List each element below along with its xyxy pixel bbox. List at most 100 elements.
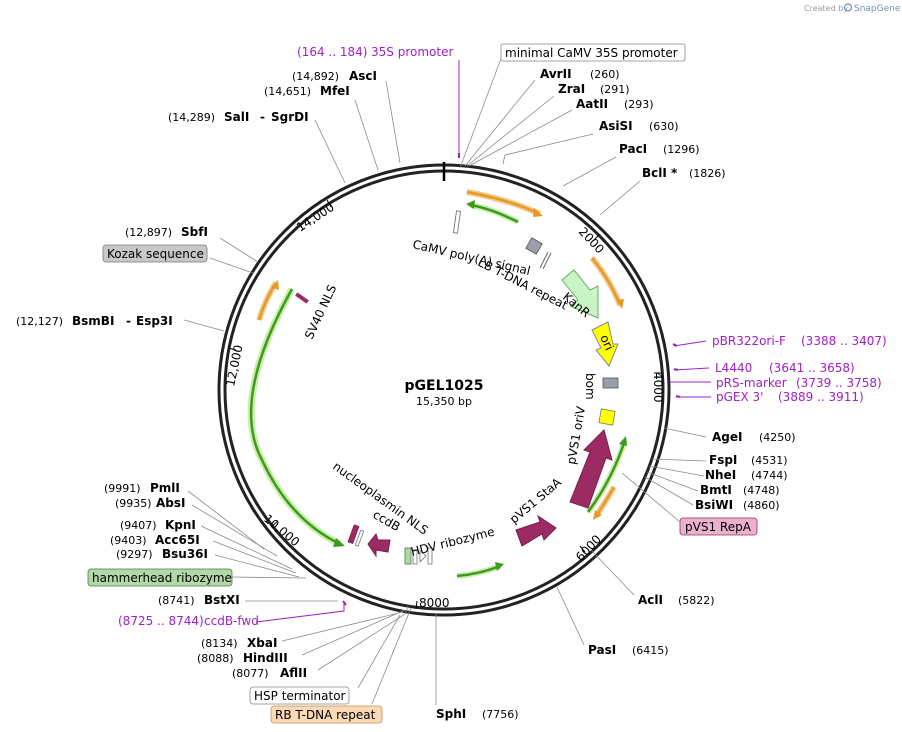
enzyme-esp3i[interactable]: Esp3I [136, 314, 173, 328]
enzyme-mfei[interactable]: MfeI [320, 84, 350, 98]
svg-text:(3388 .. 3407): (3388 .. 3407) [801, 334, 887, 348]
feature-rb-small[interactable] [404, 547, 412, 565]
feature-camv-polya[interactable] [453, 210, 461, 234]
enzyme-pasi[interactable]: PasI [588, 643, 616, 657]
enzyme-sali[interactable]: SalI [224, 110, 249, 124]
enzyme-acc65i[interactable]: Acc65I [155, 533, 200, 547]
svg-text:(3739 .. 3758): (3739 .. 3758) [796, 376, 882, 390]
enzyme-pmli[interactable]: PmlI [150, 481, 180, 495]
enzyme-asci[interactable]: AscI [349, 69, 377, 83]
enzyme-nhei[interactable]: NheI [705, 468, 736, 482]
primer-prs-marker[interactable]: pRS-marker [716, 376, 787, 390]
svg-text:(1296): (1296) [663, 143, 700, 156]
feature-small-box[interactable] [354, 529, 365, 547]
enzyme-zrai[interactable]: ZraI [558, 82, 585, 96]
feature-pvs1-oriv[interactable] [598, 408, 616, 426]
credit-brand: SnapGene [854, 4, 901, 14]
enzyme-hindiii[interactable]: HindIII [243, 651, 288, 665]
svg-text:(291): (291) [600, 83, 630, 96]
tick-8000: 8000 [415, 596, 450, 610]
box-pvs1-repa[interactable] [679, 517, 758, 536]
box-rb-tdna-repeat[interactable] [270, 705, 383, 724]
feature-ccdb-arrow[interactable] [367, 532, 391, 558]
enzyme-avrii[interactable]: AvrII [540, 67, 572, 81]
feature-sv40-nls[interactable] [295, 292, 309, 304]
enzyme-absi[interactable]: AbsI [156, 496, 185, 510]
arrowhead-icon [333, 538, 345, 547]
enzyme-bsmbi[interactable]: BsmBI [72, 314, 114, 328]
feature-white-box[interactable] [427, 547, 433, 565]
primer-l4440[interactable]: L4440 [715, 361, 752, 375]
box-kozak-sequence[interactable] [102, 244, 208, 263]
arrowhead-icon [533, 208, 543, 217]
svg-text:(5822): (5822) [678, 594, 715, 607]
enzyme-xbai[interactable]: XbaI [247, 636, 277, 650]
primer-marker [672, 343, 678, 347]
enzyme-sgrdi[interactable]: SgrDI [271, 110, 309, 124]
enzyme-asisi[interactable]: AsiSI [599, 119, 633, 133]
enzyme-sbfi[interactable]: SbfI [181, 225, 208, 239]
svg-text:(12,127): (12,127) [16, 315, 63, 328]
svg-text:(14,892): (14,892) [292, 70, 339, 83]
enzyme-bsiwi[interactable]: BsiWI [695, 498, 733, 512]
enzyme-acli[interactable]: AclI [638, 593, 663, 607]
box-hsp-terminator[interactable] [249, 686, 350, 705]
primer-marker [675, 395, 681, 398]
enzyme-bsu36i[interactable]: Bsu36I [162, 547, 208, 561]
leader-lines [183, 55, 711, 705]
enzyme-bmti[interactable]: BmtI [700, 483, 732, 497]
box-hammerhead-ribozyme[interactable] [87, 568, 233, 587]
svg-text:(4744): (4744) [751, 469, 788, 482]
enzyme-agei[interactable]: AgeI [712, 430, 742, 444]
svg-text:(4531): (4531) [751, 454, 788, 467]
feature-lb-tdna-box[interactable] [525, 237, 543, 255]
plasmid-size: 15,350 bp [416, 395, 472, 408]
enzyme-fspi[interactable]: FspI [709, 453, 737, 467]
svg-text:(8725 .. 8744): (8725 .. 8744) [118, 614, 204, 628]
svg-text:(14,289): (14,289) [168, 111, 215, 124]
label-pvs1-staa: pVS1 StaA [507, 475, 565, 527]
feature-hsp-box[interactable] [412, 549, 418, 565]
tick-4000: 4000 [651, 372, 665, 403]
feature-pvs1-staa-arrow[interactable] [515, 514, 557, 547]
enzyme-bstxi[interactable]: BstXI [204, 593, 240, 607]
label-sv40-nls: SV40 NLS [302, 283, 339, 342]
snapgene-logo-icon [843, 3, 853, 12]
primer-pbr322ori-f[interactable]: pBR322ori-F [712, 334, 786, 348]
enzyme-kpni[interactable]: KpnI [165, 518, 196, 532]
feature-hdv-ribozyme[interactable] [419, 549, 427, 563]
enzyme-aflii[interactable]: AflII [280, 666, 307, 680]
plasmid-name: pGEL1025 [405, 378, 484, 394]
svg-text:(8741): (8741) [158, 594, 195, 607]
arrowhead-icon [619, 436, 627, 446]
primer-marker [342, 600, 347, 606]
svg-text:(6415): (6415) [632, 644, 669, 657]
svg-text:(3641 .. 3658): (3641 .. 3658) [769, 361, 855, 375]
primer-35s-promoter-pos: (164 .. 184) [297, 45, 367, 59]
feature-kanr-arrow[interactable] [561, 269, 599, 319]
svg-text:(12,897): (12,897) [125, 226, 172, 239]
tick-12000: 12,000 [223, 344, 245, 388]
primer-ccdb-fwd[interactable]: ccdB-fwd [204, 614, 259, 628]
svg-text:(9935): (9935) [115, 497, 152, 510]
feature-arc-left[interactable] [249, 288, 341, 546]
enzyme-bcli[interactable]: BclI * [642, 166, 678, 180]
credit-prefix: Created by [804, 4, 848, 13]
svg-text:12,000: 12,000 [223, 344, 245, 388]
feature-arc-green-right[interactable] [586, 439, 627, 513]
enzyme-sphi[interactable]: SphI [436, 707, 466, 721]
svg-text:-: - [126, 314, 131, 328]
primer-pgex3[interactable]: pGEX 3' [716, 390, 763, 404]
feature-bom[interactable] [602, 377, 619, 389]
enzyme-paci[interactable]: PacI [619, 142, 647, 156]
feature-ori-arrow[interactable] [591, 321, 619, 367]
box-minimal-camv[interactable] [500, 43, 686, 62]
arrowhead-icon [616, 299, 624, 309]
enzyme-aatii[interactable]: AatII [576, 97, 608, 111]
svg-text:(1826): (1826) [689, 167, 726, 180]
feature-pvs1-repa-arrow[interactable] [569, 429, 613, 509]
feature-nucleoplasmin-nls[interactable] [347, 524, 360, 544]
arrowhead-icon [271, 280, 279, 290]
label-hsp-terminator: HSP terminator [254, 689, 346, 703]
